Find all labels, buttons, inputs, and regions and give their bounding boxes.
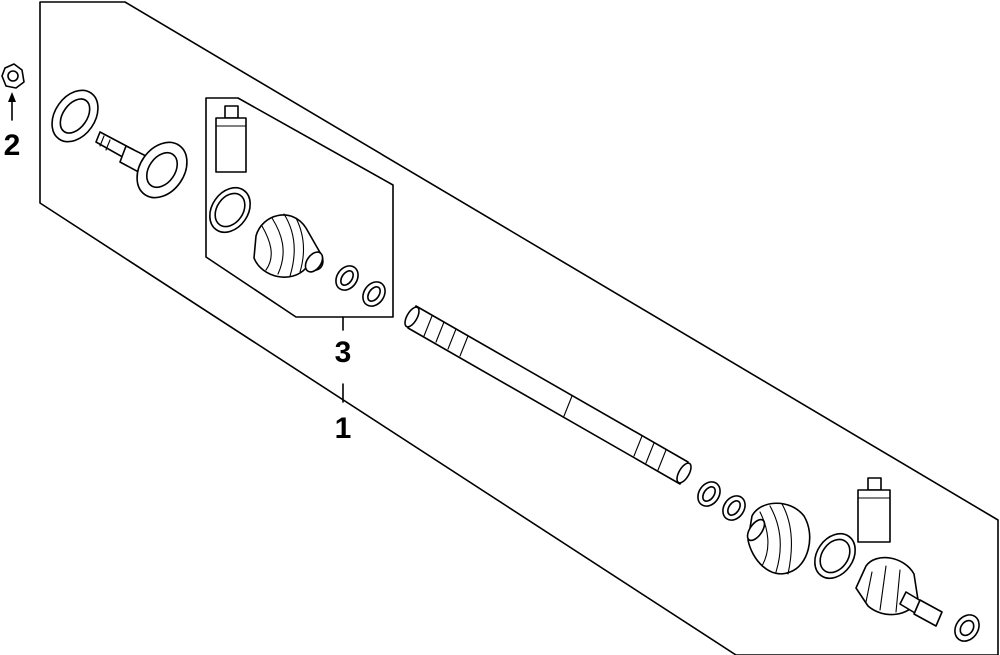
grease-tube-inner (857, 477, 891, 543)
outer-seal-ring (51, 89, 99, 143)
boot-kit-outline (205, 97, 394, 318)
callout-2-arrowhead (8, 92, 16, 102)
cv-boot-inner (746, 502, 811, 575)
kit-ring-a (335, 265, 359, 291)
cv-boot-outer (253, 213, 324, 278)
inner-seal-ring (954, 614, 980, 642)
assembly-outline (39, 1, 999, 655)
axle-shaft (404, 305, 692, 485)
boot-clamp-outer (209, 186, 251, 234)
boot-clamp-inner (814, 532, 856, 580)
inner-cv-joint (855, 556, 943, 627)
callout-2: 2 (4, 129, 21, 162)
grease-tube-outer (215, 105, 247, 173)
kit-ring-b (362, 281, 386, 307)
callout-3: 3 (335, 336, 352, 369)
inner-ring-b (722, 495, 746, 521)
outer-cv-joint (95, 131, 188, 199)
inner-ring-a (697, 481, 721, 507)
hub-nut (1, 63, 25, 89)
callout-1: 1 (335, 412, 352, 445)
